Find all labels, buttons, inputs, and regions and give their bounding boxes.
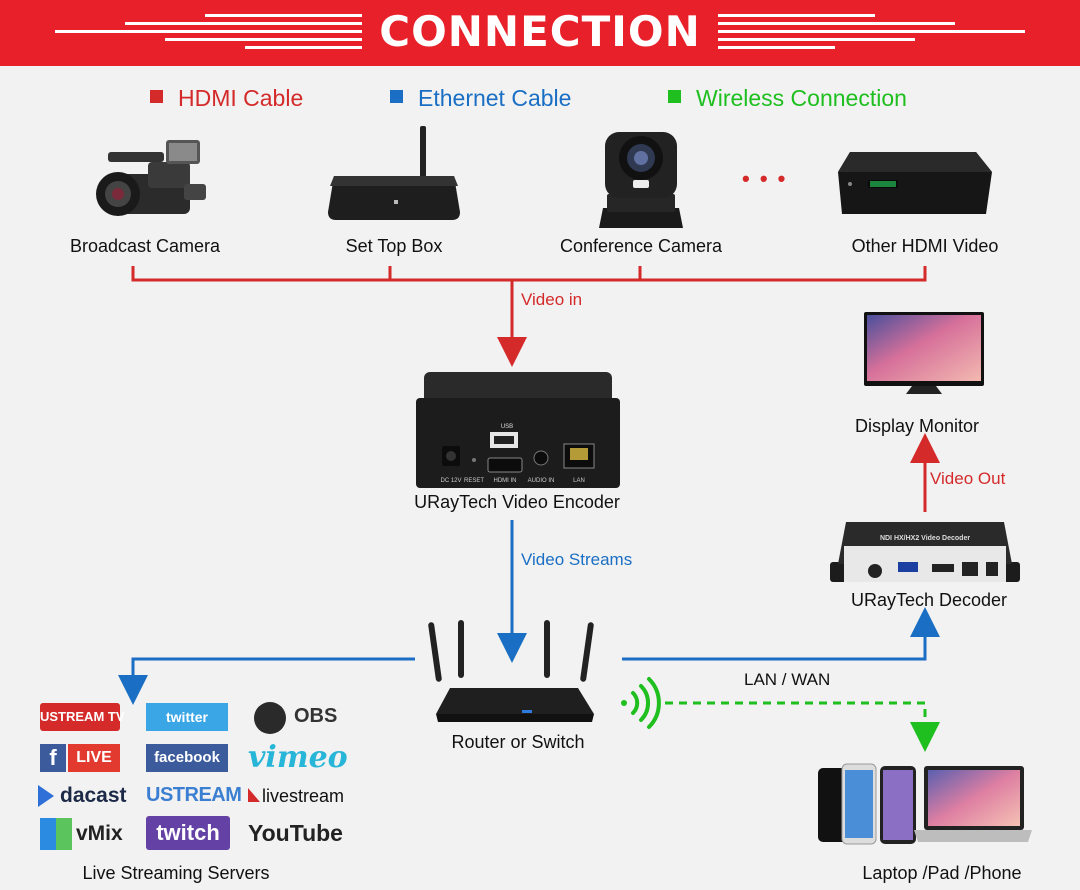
camcorder-icon xyxy=(96,140,206,216)
decoder-label: URayTech Decoder xyxy=(850,590,1008,610)
encoder-usb-label: USB xyxy=(501,424,513,430)
edge-label-video-out: Video Out xyxy=(930,469,1006,488)
legend-label-wireless: Wireless Connection xyxy=(696,85,907,111)
legend-swatch-ethernet xyxy=(390,90,403,103)
router-label: Router or Switch xyxy=(451,732,585,752)
video-decoder-icon: NDI HX/HX2 Video Decoder xyxy=(830,522,1020,582)
page-title: CONNECTION xyxy=(362,7,718,57)
legend-swatch-hdmi xyxy=(150,90,163,103)
edge-label-video-streams: Video Streams xyxy=(521,550,633,569)
source-label-conference-camera: Conference Camera xyxy=(559,236,723,256)
ptz-camera-icon xyxy=(599,132,683,228)
legend-label-ethernet: Ethernet Cable xyxy=(418,85,572,111)
source-label-broadcast-camera: Broadcast Camera xyxy=(69,236,221,256)
header-banner: CONNECTION xyxy=(0,0,1080,66)
banner-stripes-left xyxy=(15,14,365,50)
wifi-waves-icon xyxy=(621,677,661,729)
obs-icon[interactable] xyxy=(254,702,286,734)
legend-item-hdmi: HDMI Cable xyxy=(150,84,303,112)
legend-label-hdmi: HDMI Cable xyxy=(178,85,304,111)
edge-label-lan-wan: LAN / WAN xyxy=(744,670,831,689)
ustream-tv-logo[interactable]: USTREAM TV xyxy=(40,703,125,731)
decoder-faceplate-text: NDI HX/HX2 Video Decoder xyxy=(880,535,970,542)
edge-label-video-in: Video in xyxy=(521,290,583,309)
router-icon xyxy=(428,620,594,722)
more-sources-indicator: • • • xyxy=(742,166,788,191)
hdmi-bus-line xyxy=(131,266,927,282)
twitter-logo[interactable]: twitter xyxy=(146,703,228,731)
vmix-logo[interactable]: vMix xyxy=(76,822,123,845)
banner-stripes-right xyxy=(715,14,1065,50)
encoder-port-lan: LAN xyxy=(573,478,585,484)
facebook-f-icon[interactable]: f xyxy=(40,744,66,772)
livestream-logo[interactable]: livestream xyxy=(262,786,345,806)
facebook-live-logo[interactable]: LIVE xyxy=(68,744,120,772)
ethernet-to-decoder-line xyxy=(622,607,940,661)
encoder-port-dc: DC 12V xyxy=(440,478,461,484)
twitch-logo[interactable]: twitch xyxy=(146,816,230,850)
media-player-icon xyxy=(838,152,992,214)
video-encoder-icon: USB DC 12V RESET HDMI IN AUDIO IN LAN xyxy=(416,372,620,488)
youtube-logo-text: YouTube xyxy=(248,820,343,846)
facebook-logo[interactable]: facebook xyxy=(146,744,228,772)
monitor-label: Display Monitor xyxy=(854,416,980,436)
legend-item-wireless: Wireless Connection xyxy=(668,84,907,112)
obs-logo[interactable]: OBS xyxy=(294,705,338,727)
encoder-label: URayTech Video Encoder xyxy=(414,492,620,512)
ethernet-to-streaming-line xyxy=(118,657,415,705)
wireless-dashed-line xyxy=(665,701,940,752)
encoder-port-hdmi: HDMI IN xyxy=(494,478,517,484)
laptop-phone-icon xyxy=(818,763,1032,845)
streaming-servers-label: Live Streaming Servers xyxy=(82,863,270,883)
dacast-logo[interactable]: dacast xyxy=(60,784,127,807)
source-label-other-hdmi: Other HDMI Video xyxy=(851,236,999,256)
display-monitor-icon xyxy=(864,312,984,394)
vmix-icon[interactable] xyxy=(40,818,72,850)
legend-item-ethernet: Ethernet Cable xyxy=(390,84,571,112)
clients-label: Laptop /Pad /Phone xyxy=(862,863,1022,883)
encoder-port-reset: RESET xyxy=(464,478,484,484)
source-label-set-top-box: Set Top Box xyxy=(345,236,443,256)
encoder-port-audio: AUDIO IN xyxy=(528,478,555,484)
legend-swatch-wireless xyxy=(668,90,681,103)
set-top-box-icon xyxy=(328,126,460,220)
vimeo-logo[interactable]: vimeo xyxy=(248,740,348,775)
ustream-logo[interactable]: USTREAM xyxy=(146,784,242,806)
youtube-logo[interactable]: YouTube xyxy=(248,816,343,850)
